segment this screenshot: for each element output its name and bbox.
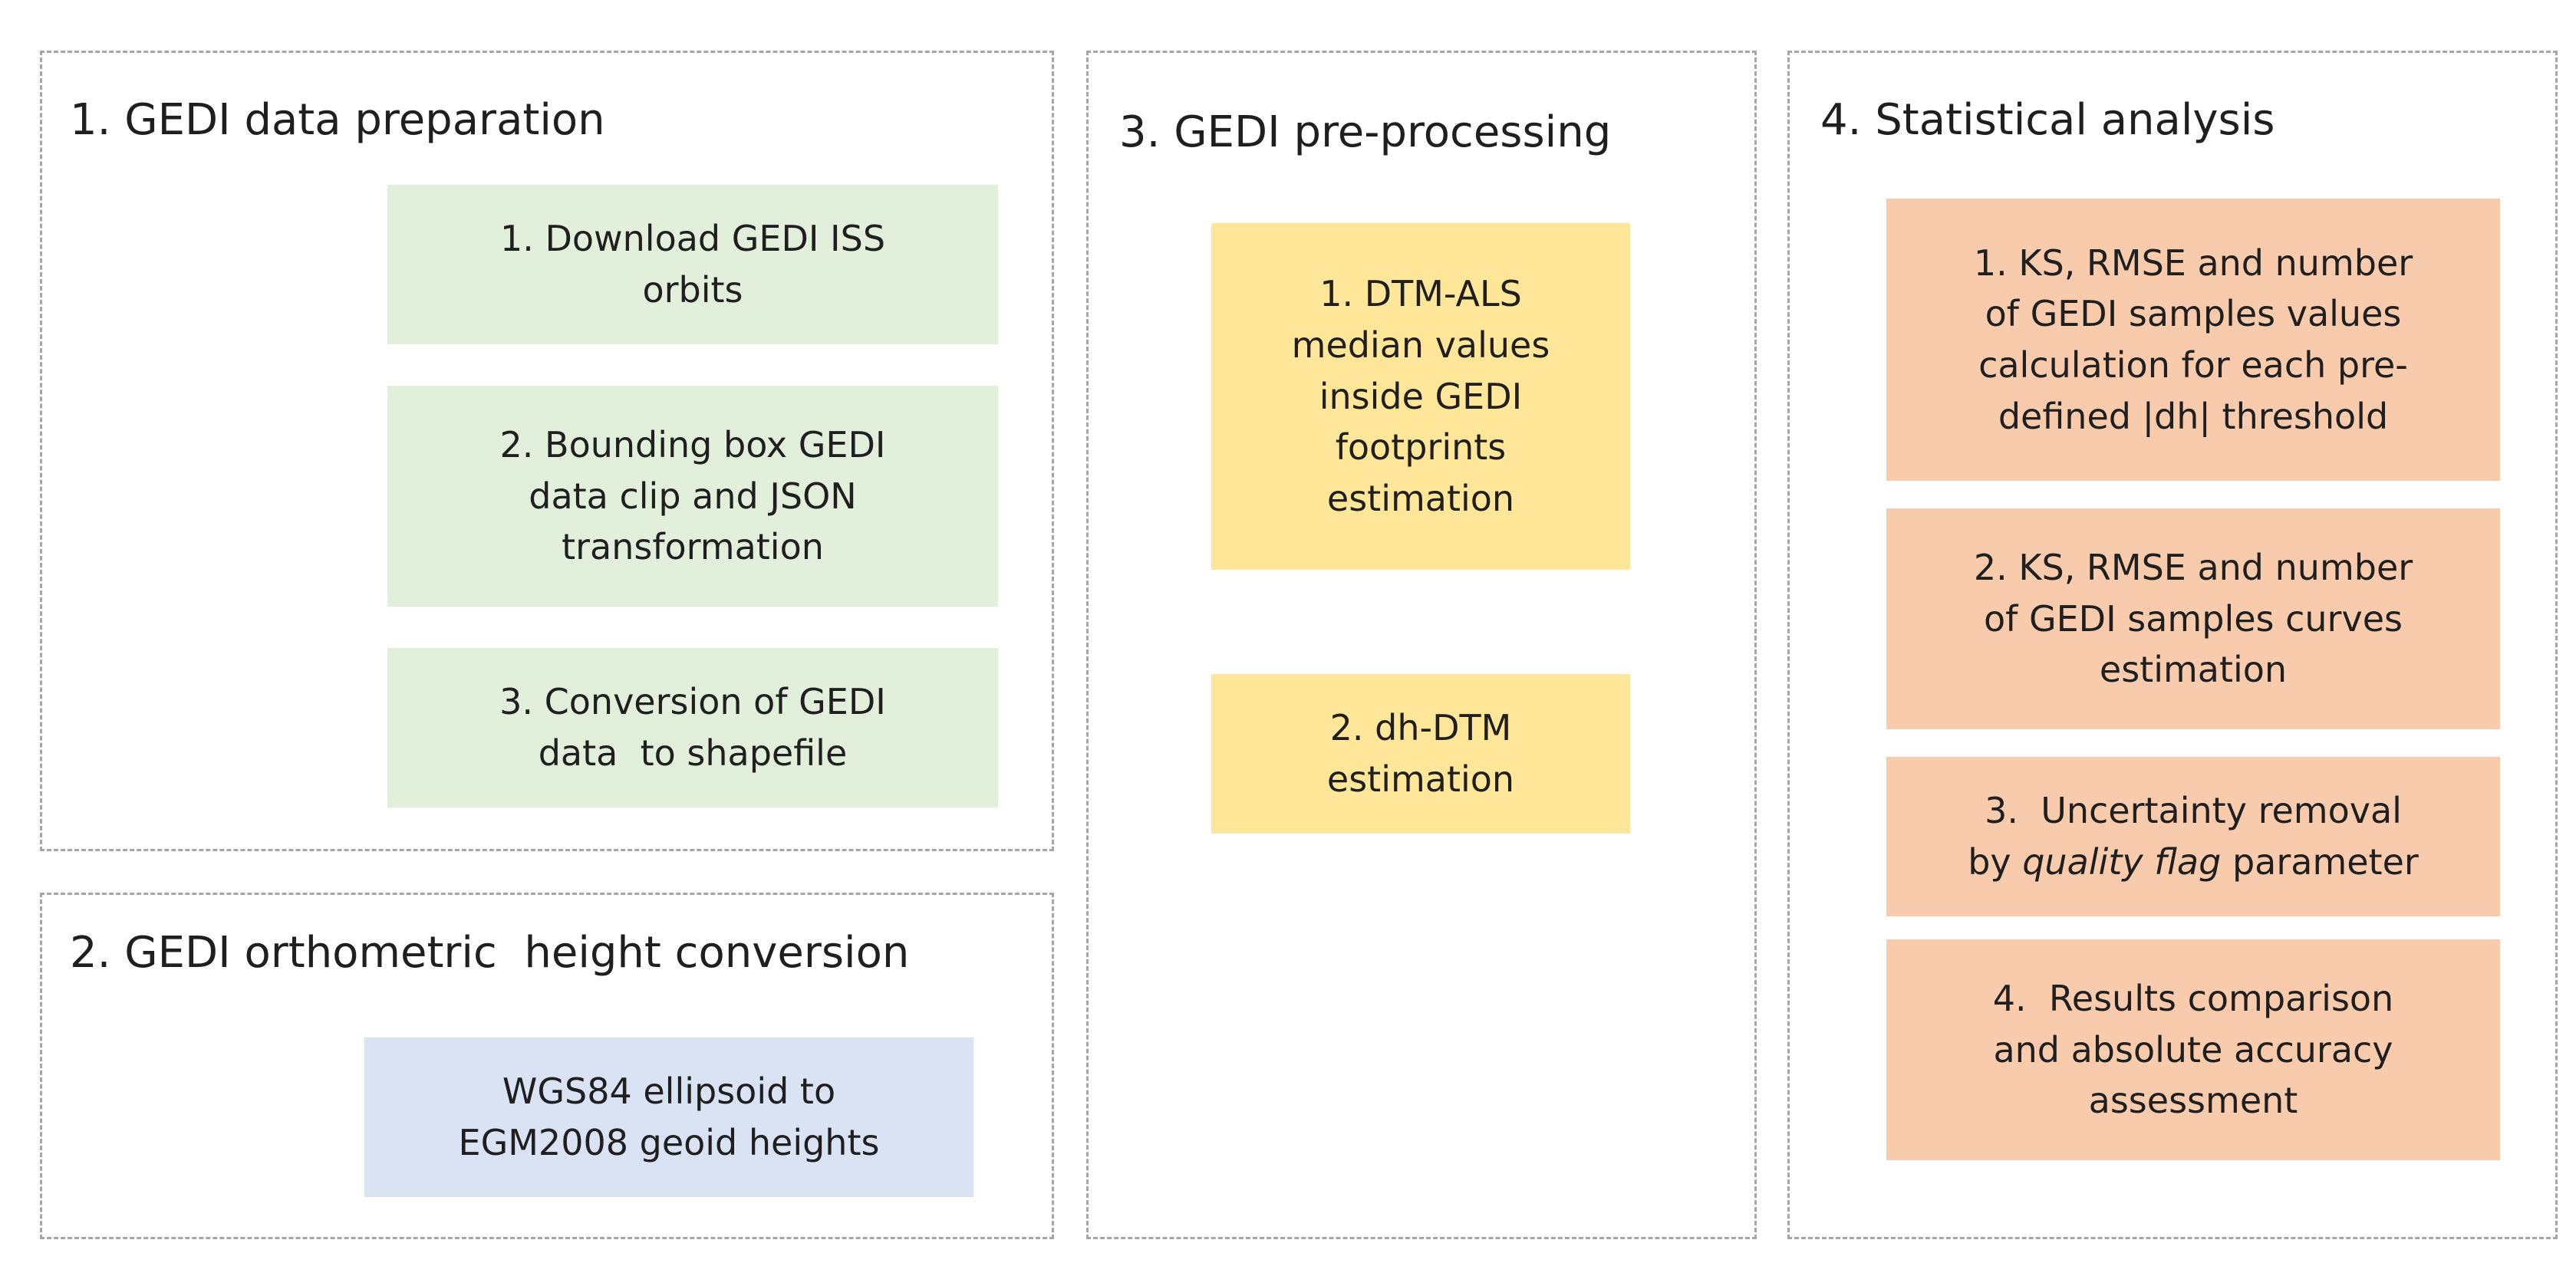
- quality-flag-term: quality flag: [2022, 841, 2222, 883]
- panel-title: 4. Statistical analysis: [1820, 95, 2275, 145]
- step-line: 1. DTM-ALS: [1319, 273, 1522, 315]
- step-download-orbits: 1. Download GEDI ISS orbits: [387, 185, 998, 344]
- step-line: transformation: [562, 526, 824, 568]
- step-line: 3. Uncertainty removal: [1985, 790, 2402, 832]
- step-line: estimation: [1326, 758, 1515, 800]
- step-line: median values: [1291, 324, 1550, 366]
- step-line: of GEDI samples curves: [1984, 597, 2403, 640]
- panel-orthometric-height-conversion: 2. GEDI orthometric height conversion WG…: [40, 893, 1054, 1239]
- step-shapefile-conversion: 3. Conversion of GEDI data to shapefile: [387, 648, 998, 807]
- step-line: 1. Download GEDI ISS: [499, 218, 886, 260]
- step-ks-rmse-curves-estimation: 2. KS, RMSE and number of GEDI samples c…: [1886, 508, 2500, 729]
- step-line-prefix: by: [1968, 841, 2023, 883]
- step-line: 2. Bounding box GEDI: [499, 423, 886, 465]
- step-line: 1. KS, RMSE and number: [1973, 242, 2413, 284]
- step-line: estimation: [2099, 649, 2288, 691]
- step-line: calculation for each pre-: [1978, 344, 2408, 386]
- step-ks-rmse-threshold-calculation: 1. KS, RMSE and number of GEDI samples v…: [1886, 199, 2500, 481]
- step-line: data clip and JSON: [529, 475, 857, 517]
- step-line: data to shapefile: [538, 732, 848, 774]
- panel-statistical-analysis: 4. Statistical analysis 1. KS, RMSE and …: [1787, 51, 2558, 1239]
- step-dh-dtm-estimation: 2. dh-DTM estimation: [1211, 674, 1630, 834]
- step-line: estimation: [1326, 478, 1515, 520]
- step-line: assessment: [2088, 1080, 2298, 1122]
- step-line: inside GEDI: [1319, 375, 1523, 417]
- panel-title: 3. GEDI pre-processing: [1119, 107, 1612, 157]
- step-bounding-box-clip: 2. Bounding box GEDI data clip and JSON …: [387, 386, 998, 607]
- step-line-suffix: parameter: [2221, 841, 2419, 883]
- step-ellipsoid-to-geoid: WGS84 ellipsoid to EGM2008 geoid heights: [364, 1038, 973, 1197]
- panel-gedi-pre-processing: 3. GEDI pre-processing 1. DTM-ALS median…: [1086, 51, 1757, 1239]
- step-line: 4. Results comparison: [1992, 977, 2394, 1019]
- step-uncertainty-removal: 3. Uncertainty removal by quality flag p…: [1886, 757, 2500, 916]
- step-dtm-als-median: 1. DTM-ALS median values inside GEDI foo…: [1211, 223, 1630, 570]
- step-line: 2. KS, RMSE and number: [1973, 546, 2413, 588]
- step-line: footprints: [1335, 426, 1507, 469]
- step-line: 3. Conversion of GEDI: [499, 681, 886, 723]
- step-line: defined |dh| threshold: [1998, 395, 2389, 437]
- step-line: orbits: [642, 269, 743, 311]
- step-line: EGM2008 geoid heights: [458, 1122, 880, 1163]
- step-line: of GEDI samples values: [1985, 293, 2402, 335]
- step-line: and absolute accuracy: [1993, 1028, 2393, 1071]
- step-results-comparison: 4. Results comparison and absolute accur…: [1886, 939, 2500, 1160]
- step-line: 2. dh-DTM: [1329, 707, 1512, 749]
- step-line: WGS84 ellipsoid to: [502, 1071, 836, 1113]
- panel-title: 2. GEDI orthometric height conversion: [70, 928, 910, 978]
- step-line: by quality flag parameter: [1968, 841, 2419, 883]
- panel-title: 1. GEDI data preparation: [70, 95, 605, 145]
- panel-gedi-data-preparation: 1. GEDI data preparation 1. Download GED…: [40, 51, 1054, 851]
